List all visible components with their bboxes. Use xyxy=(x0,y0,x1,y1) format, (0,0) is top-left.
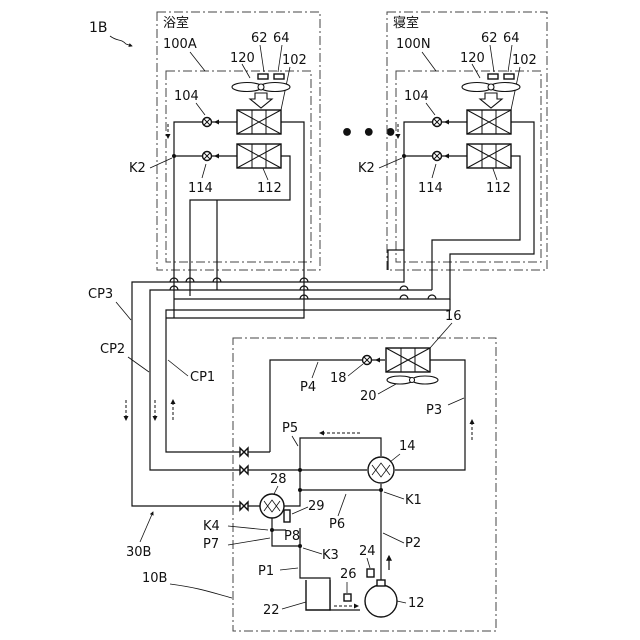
more-rooms-ellipsis: • • • xyxy=(340,121,398,146)
label-p8: P8 xyxy=(284,529,300,544)
system-label: 30B xyxy=(126,545,151,560)
four-way-valve-14 xyxy=(368,457,394,483)
ref-62-n: 62 xyxy=(481,31,498,46)
sensor-62-n xyxy=(488,74,498,79)
ref-102-n: 102 xyxy=(512,53,537,68)
label-p3: P3 xyxy=(426,403,442,418)
sensor-64-n xyxy=(504,74,514,79)
ref-64-a: 64 xyxy=(273,31,290,46)
branch-k2-n xyxy=(402,154,406,158)
ref-62-a: 62 xyxy=(251,31,268,46)
valve-104-a xyxy=(203,118,212,127)
label-p6: P6 xyxy=(329,517,345,532)
pipe-cp3 xyxy=(132,250,404,506)
sensor-62-a xyxy=(258,74,268,79)
indoor-fan-a xyxy=(232,83,290,92)
sensor-64-a xyxy=(274,74,284,79)
label-cp1: CP1 xyxy=(190,370,215,385)
ref-24: 24 xyxy=(359,544,376,559)
label-k1: K1 xyxy=(405,493,422,508)
indoor-hx-upper-n xyxy=(467,110,511,134)
junction-k1 xyxy=(379,488,383,492)
room-n-name: 寝室 xyxy=(393,15,419,31)
ref-120-n: 120 xyxy=(460,51,485,66)
label-cp3: CP3 xyxy=(88,287,113,302)
airflow-arrow-n xyxy=(480,93,502,108)
indoor-unit-100a-leader xyxy=(190,52,205,71)
service-valve-cp3 xyxy=(240,502,248,510)
ref-20: 20 xyxy=(360,389,377,404)
ref-29: 29 xyxy=(308,499,325,514)
valve-114-n xyxy=(433,152,442,161)
compressor-12 xyxy=(365,585,397,617)
ref-22: 22 xyxy=(263,603,280,618)
sensor-24 xyxy=(367,569,374,577)
ref-12: 12 xyxy=(408,596,425,611)
ref-104-a: 104 xyxy=(174,89,199,104)
indoor-hx-lower-n xyxy=(467,144,511,168)
outdoor-unit-label: 10B xyxy=(142,571,167,586)
label-k4: K4 xyxy=(203,519,220,534)
ref-114-n: 114 xyxy=(418,181,443,196)
outdoor-hx-16 xyxy=(386,348,430,372)
junction-k3 xyxy=(298,544,302,548)
ref-120-a: 120 xyxy=(230,51,255,66)
branch-k2-a xyxy=(172,154,176,158)
room-a: 浴室 100A 120 62 64 102 104 K2 114 112 xyxy=(129,12,320,290)
label-cp2: CP2 xyxy=(100,342,125,357)
indoor-hx-upper-a xyxy=(237,110,281,134)
indoor-unit-100a-label: 100A xyxy=(163,37,197,52)
indoor-hx-lower-a xyxy=(237,144,281,168)
indoor-unit-100n-label: 100N xyxy=(396,37,431,52)
figure-label: 1B xyxy=(89,20,108,36)
ref-102-a: 102 xyxy=(282,53,307,68)
label-k3: K3 xyxy=(322,548,339,563)
junction-k4 xyxy=(270,528,274,532)
ref-104-n: 104 xyxy=(404,89,429,104)
valve-104-n xyxy=(433,118,442,127)
label-p4: P4 xyxy=(300,380,316,395)
label-p2: P2 xyxy=(405,536,421,551)
ref-k2-n: K2 xyxy=(358,161,375,176)
ref-112-n: 112 xyxy=(486,181,511,196)
valve-29 xyxy=(284,510,290,522)
ref-16: 16 xyxy=(445,309,462,324)
ref-18: 18 xyxy=(330,371,347,386)
room-a-name: 浴室 xyxy=(163,15,189,31)
label-p7: P7 xyxy=(203,537,219,552)
sensor-26 xyxy=(344,594,351,601)
ref-64-n: 64 xyxy=(503,31,520,46)
ref-28: 28 xyxy=(270,472,287,487)
label-p1: P1 xyxy=(258,564,274,579)
switch-valve-28 xyxy=(260,494,284,518)
airflow-arrow-a xyxy=(250,93,272,108)
service-valve-cp2 xyxy=(240,466,248,474)
figure-label-arrow xyxy=(110,36,132,46)
label-p5: P5 xyxy=(282,421,298,436)
ref-k2-a: K2 xyxy=(129,161,146,176)
accumulator-22 xyxy=(306,580,330,610)
expansion-valve-18 xyxy=(363,356,372,365)
service-valve-cp1 xyxy=(240,448,248,456)
ref-114-a: 114 xyxy=(188,181,213,196)
valve-114-a xyxy=(203,152,212,161)
indoor-fan-n xyxy=(462,83,520,92)
outdoor-fan-20 xyxy=(387,376,438,384)
ref-14: 14 xyxy=(399,439,416,454)
ref-26: 26 xyxy=(340,567,357,582)
ref-112-a: 112 xyxy=(257,181,282,196)
